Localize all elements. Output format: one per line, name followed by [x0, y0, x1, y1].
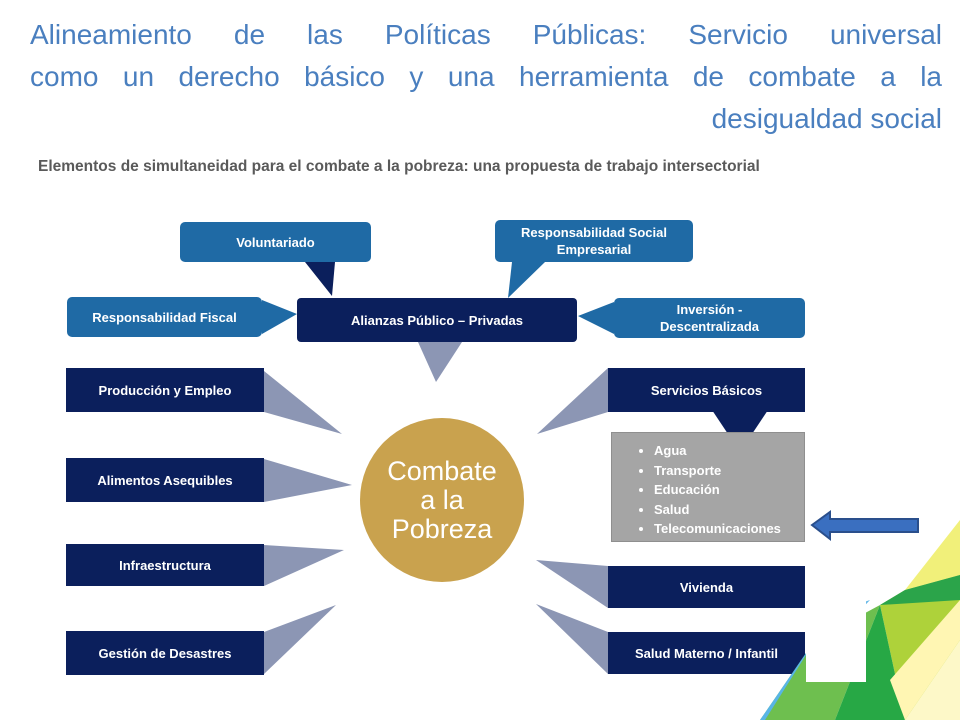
- inversion-pointer: [578, 302, 614, 334]
- center-line-3: Pobreza: [391, 513, 493, 544]
- voluntariado-label: Voluntariado: [236, 234, 315, 250]
- list-item: Salud: [654, 500, 804, 520]
- salud-box: Salud Materno / Infantil: [608, 632, 805, 674]
- alimentos-box: Alimentos Asequibles: [66, 458, 264, 502]
- salud-label: Salud Materno / Infantil: [634, 645, 778, 661]
- right-wedge-1: [537, 368, 608, 434]
- servicios-pointer: [712, 410, 768, 452]
- left-wedge-2: [264, 459, 352, 502]
- rse-pointer: [508, 262, 545, 298]
- servicios-list: Agua Transporte Educación Salud Telecomu…: [612, 433, 804, 539]
- left-wedge-1: [264, 371, 342, 434]
- title-line-2: como un derecho básico y una herramienta…: [30, 61, 942, 92]
- voluntariado-box: Voluntariado: [180, 222, 371, 262]
- center-line-1: Combate: [387, 455, 497, 486]
- inversion-label-1: Inversión -: [676, 302, 743, 317]
- right-wedge-2: [536, 560, 608, 608]
- alianzas-box: Alianzas Público – Privadas: [297, 298, 577, 342]
- produccion-label: Producción y Empleo: [98, 382, 232, 398]
- diagram-subtitle: Elementos de simultaneidad para el comba…: [38, 158, 760, 175]
- servicios-box: Servicios Básicos: [608, 368, 805, 412]
- rse-box: Responsabilidad Social Empresarial: [495, 220, 693, 262]
- vivienda-label: Vivienda: [679, 579, 734, 595]
- servicios-label: Servicios Básicos: [650, 382, 763, 398]
- alianzas-label: Alianzas Público – Privadas: [351, 312, 523, 328]
- alianzas-pointer: [418, 342, 462, 382]
- center-line-2: a la: [420, 484, 464, 515]
- alimentos-label: Alimentos Asequibles: [97, 472, 233, 488]
- voluntariado-pointer: [305, 262, 335, 296]
- list-item: Telecomunicaciones: [654, 519, 804, 539]
- slide-title: Alineamiento de las Políticas Públicas: …: [30, 14, 942, 140]
- fiscal-label: Responsabilidad Fiscal: [92, 309, 237, 325]
- slide-image-edge: [806, 560, 866, 682]
- desastres-label: Gestión de Desastres: [98, 645, 232, 661]
- inversion-label-2: Descentralizada: [660, 319, 759, 334]
- rse-label-2: Empresarial: [556, 242, 632, 257]
- title-line-3: desigualdad social: [711, 103, 942, 134]
- list-item: Agua: [654, 441, 804, 461]
- rse-label-1: Responsabilidad Social: [521, 225, 667, 240]
- vivienda-box: Vivienda: [608, 566, 805, 608]
- infraestructura-box: Infraestructura: [66, 544, 264, 586]
- list-item: Educación: [654, 480, 804, 500]
- left-wedge-3: [264, 545, 344, 586]
- title-line-1: Alineamiento de las Políticas Públicas: …: [30, 19, 942, 50]
- servicios-list-box: Agua Transporte Educación Salud Telecomu…: [611, 432, 805, 542]
- right-wedge-3: [536, 604, 608, 674]
- left-wedge-4: [264, 605, 336, 674]
- combate-circle: Combate a la Pobreza: [360, 418, 524, 582]
- infraestructura-label: Infraestructura: [119, 557, 211, 573]
- desastres-box: Gestión de Desastres: [66, 631, 264, 675]
- fiscal-box: Responsabilidad Fiscal: [67, 297, 262, 337]
- produccion-box: Producción y Empleo: [66, 368, 264, 412]
- inversion-box: Inversión - Descentralizada: [614, 298, 805, 338]
- list-item: Transporte: [654, 461, 804, 481]
- fiscal-pointer: [262, 300, 297, 334]
